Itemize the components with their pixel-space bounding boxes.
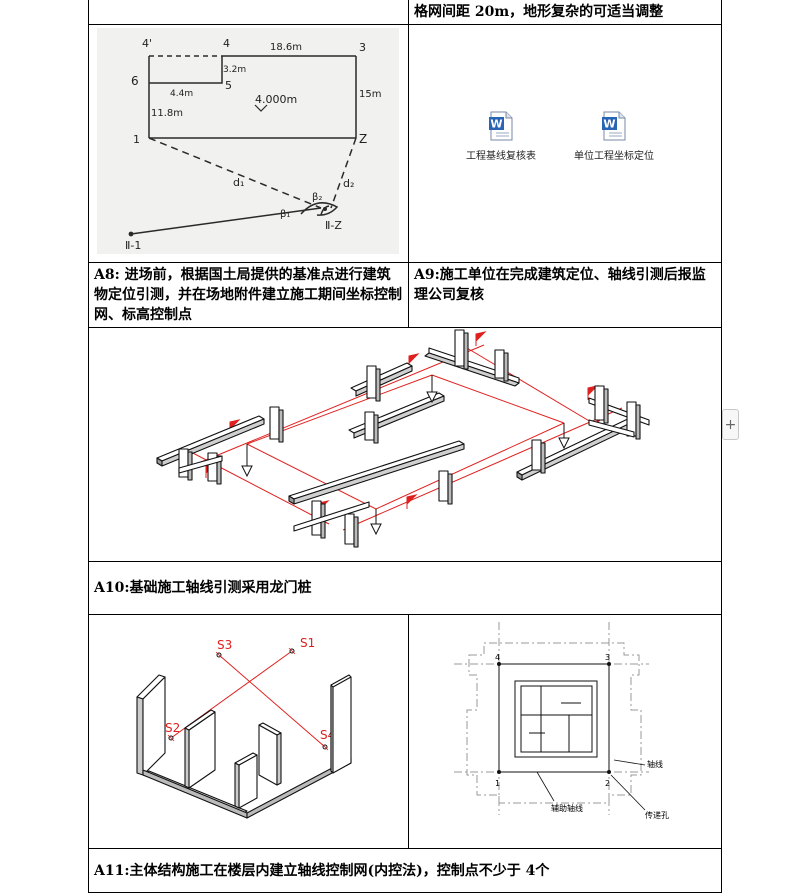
sketch-dim: 15m xyxy=(359,89,381,100)
sketch-label: Ⅱ-1 xyxy=(125,239,141,252)
sketch-label: 5 xyxy=(225,79,232,92)
grid-spacing-text: 格网间距 20m，地形复杂的可适当调整 xyxy=(414,4,664,20)
a10-caption: A10:基础施工轴线引测采用龙门桩 xyxy=(94,580,312,596)
sketch-label: β₂ xyxy=(312,192,322,203)
attachment-label: 单位工程坐标定位 xyxy=(574,151,654,162)
sketch-label: 6 xyxy=(131,74,139,88)
sketch-dim: 18.6m xyxy=(270,42,302,53)
sketch-label: β₁ xyxy=(280,209,290,220)
a8-sketch-figure: 4' 4 3 6 5 1 Z 18.6m 3.2m 4.4m 15m 11.8m… xyxy=(97,28,399,254)
sketch-label: Z xyxy=(359,132,367,146)
a11-axis-plan-figure: 4 3 1 2 轴线 辅助轴线 传递孔 xyxy=(454,622,669,820)
word-document-icon: W xyxy=(489,111,513,141)
a8-caption-cell: A8: 进场前，根据国土局提供的基准点进行建筑物定位引测，并在场地附件建立施工期… xyxy=(88,262,409,328)
attachment-coordinate-positioning[interactable]: W 单位工程坐标定位 xyxy=(559,111,669,162)
svg-text:W: W xyxy=(603,118,615,131)
sketch-label: 3 xyxy=(359,41,366,54)
a11-right-figure-cell: 4 3 1 2 轴线 辅助轴线 传递孔 xyxy=(408,614,722,849)
top-left-cell xyxy=(88,0,409,25)
a8-caption: A8: 进场前，根据国土局提供的基准点进行建筑物定位引测，并在场地附件建立施工期… xyxy=(94,267,402,323)
sketch-label: Ⅱ-Z xyxy=(325,219,342,232)
attachment-baseline-check[interactable]: W 工程基线复核表 xyxy=(446,111,556,162)
transfer-hole-label: 传递孔 xyxy=(645,810,669,820)
a11-inner-control-figure: S3 S1 S2 S4 xyxy=(136,636,352,819)
sketch-label: d₂ xyxy=(343,177,354,190)
corner-point-label: 3 xyxy=(605,653,610,662)
control-point-label: S2 xyxy=(165,721,180,735)
control-point-label: S1 xyxy=(300,636,315,650)
aux-axis-label: 辅助轴线 xyxy=(551,803,583,813)
control-point-label: S3 xyxy=(217,638,232,652)
axis-label: 轴线 xyxy=(647,759,663,769)
sketch-elev: 4.000m xyxy=(255,93,297,106)
a9-attachments-cell: W 工程基线复核表 W 单位工程坐标定位 xyxy=(408,24,722,263)
corner-point-label: 4 xyxy=(495,653,500,662)
word-document-icon: W xyxy=(602,111,626,141)
sketch-dim: 11.8m xyxy=(151,108,183,119)
a10-figure-cell xyxy=(88,327,722,562)
a11-caption: A11:主体结构施工在楼层内建立轴线控制网(内控法)，控制点不少于 4个 xyxy=(94,862,550,879)
expand-plus-button[interactable]: + xyxy=(722,409,739,440)
a9-caption: A9:施工单位在完成建筑定位、轴线引测后报监理公司复核 xyxy=(414,267,706,303)
sketch-label: 4' xyxy=(142,37,152,50)
corner-point-label: 1 xyxy=(495,779,500,788)
svg-text:W: W xyxy=(490,118,502,131)
top-right-cell: 格网间距 20m，地形复杂的可适当调整 xyxy=(408,0,722,25)
a10-caption-cell: A10:基础施工轴线引测采用龙门桩 xyxy=(88,561,722,615)
sketch-dim: 4.4m xyxy=(170,89,193,99)
a9-caption-cell: A9:施工单位在完成建筑定位、轴线引测后报监理公司复核 xyxy=(408,262,722,328)
sketch-dim: 3.2m xyxy=(223,65,246,75)
sketch-label: 1 xyxy=(133,133,140,146)
a11-caption-cell: A11:主体结构施工在楼层内建立轴线控制网(内控法)，控制点不少于 4个 xyxy=(88,848,722,893)
corner-point-label: 2 xyxy=(605,779,610,788)
sketch-label: 4 xyxy=(223,37,230,50)
sketch-label: d₁ xyxy=(233,176,244,189)
content-table: 格网间距 20m，地形复杂的可适当调整 xyxy=(88,0,722,893)
a8-figure-cell: 4' 4 3 6 5 1 Z 18.6m 3.2m 4.4m 15m 11.8m… xyxy=(88,24,409,263)
attachment-label: 工程基线复核表 xyxy=(466,151,536,162)
a11-left-figure-cell: S3 S1 S2 S4 xyxy=(88,614,409,849)
a10-batter-board-figure xyxy=(156,329,650,548)
